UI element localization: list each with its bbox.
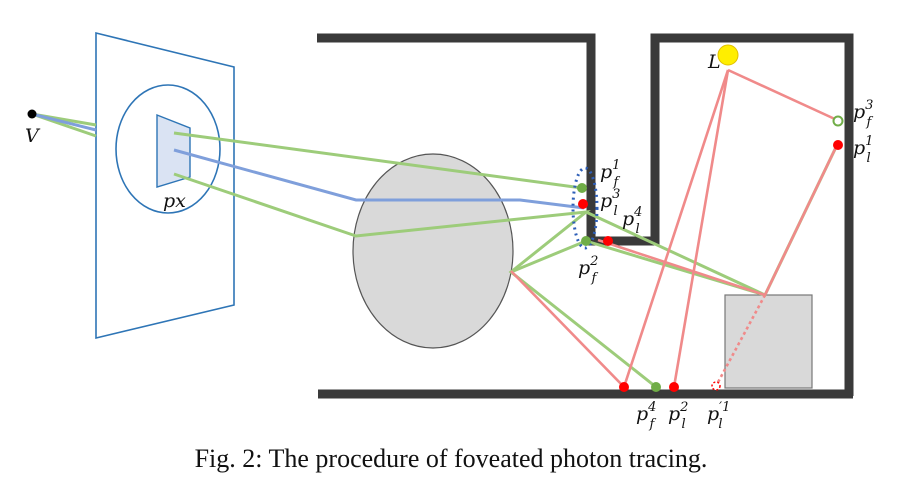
pl4-point [603,236,613,246]
left-room-wall [317,33,854,396]
screen-plane [95,31,235,340]
fovea-region [115,84,221,214]
blue-ray [31,112,585,210]
pf3-point [832,115,844,127]
hit-cluster-ellipse [571,166,599,250]
light-source [717,44,739,66]
red-rays [510,68,839,388]
pl3-point [578,199,588,209]
pl-prime1-point [711,381,721,391]
pl1-point [833,140,843,150]
figure-caption: Fig. 2: The procedure of foveated photon… [194,444,708,473]
box-object [724,294,813,389]
label-px: px [163,190,186,212]
pf1-point [577,183,587,193]
sphere-object [352,153,514,349]
label-viewer: V [25,125,41,147]
viewer-point [27,109,37,119]
pf4-point-red [619,382,629,392]
image-plane [95,31,235,340]
pf2-point [581,236,591,246]
pf4-point [651,382,661,392]
pl2-point [669,382,679,392]
room-walls [317,33,854,399]
points [27,44,844,392]
label-light: L [707,51,721,73]
